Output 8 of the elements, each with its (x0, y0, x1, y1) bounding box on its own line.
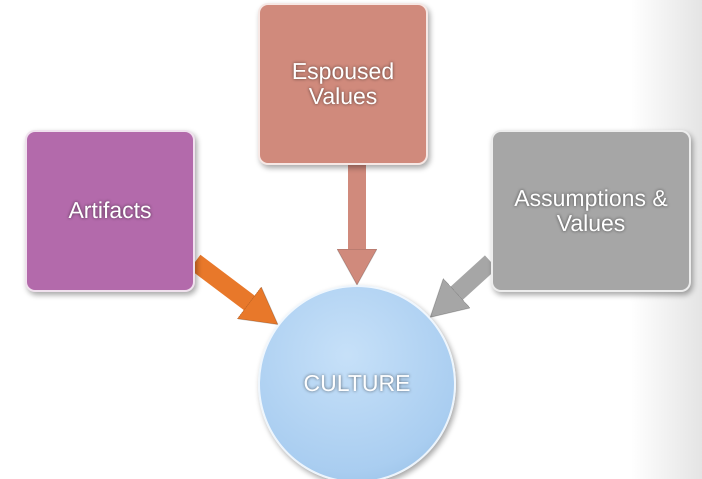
block-arrow (336, 165, 378, 286)
node-label: Espoused Values (290, 58, 396, 110)
node-label: CULTURE (304, 371, 410, 397)
rounded-box (491, 130, 691, 292)
node-label: Assumptions & Values (513, 186, 669, 236)
rounded-box (258, 3, 428, 165)
rounded-box (25, 130, 195, 292)
node-label: Artifacts (68, 198, 152, 224)
